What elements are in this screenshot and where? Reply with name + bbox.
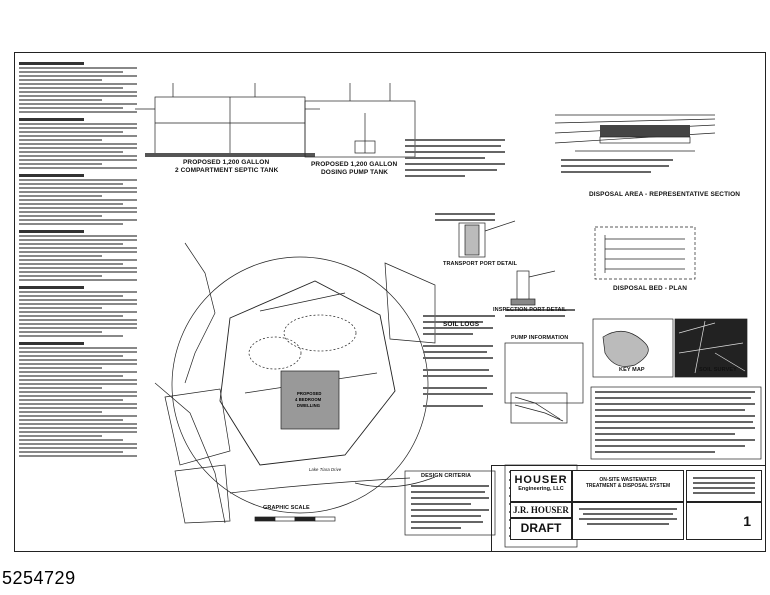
disposal-plan-title: DISPOSAL BED - PLAN xyxy=(613,285,688,292)
dwelling-label-2: 4 BEDROOM xyxy=(295,397,322,402)
graphic-scale-bar xyxy=(254,516,336,522)
engineer-cell: J.R. HOUSER xyxy=(510,502,572,518)
transport-port-title: TRANSPORT PORT DETAIL xyxy=(443,261,518,267)
document-id-label: 5254729 xyxy=(2,568,76,588)
disposal-area-section xyxy=(554,114,716,152)
project-line-2: TREATMENT & DISPOSAL SYSTEM xyxy=(585,483,671,489)
title-block: HOUSER Engineering, LLC ON-SITE WASTEWAT… xyxy=(491,465,766,552)
inspection-port-detail xyxy=(510,270,556,306)
street-label: Lake Tiara Drive xyxy=(309,467,342,472)
firm-sub: Engineering, LLC xyxy=(518,486,564,492)
soil-survey-title: SOIL SURVEY xyxy=(699,367,737,373)
dwelling-label-3: DWELLING xyxy=(297,403,321,408)
pump-info-title: PUMP INFORMATION xyxy=(511,335,569,341)
disposal-section-title: DISPOSAL AREA - REPRESENTATIVE SECTION xyxy=(589,191,741,198)
firm-name: HOUSER xyxy=(514,474,568,486)
pump-tank-title: PROPOSED 1,200 GALLON xyxy=(311,161,398,168)
design-criteria-box xyxy=(404,470,496,536)
lot-boundary xyxy=(219,280,396,466)
septic-tank-subtitle: 2 COMPARTMENT SEPTIC TANK xyxy=(175,167,279,174)
pump-info-box xyxy=(504,342,584,404)
project-cell: ON-SITE WASTEWATER TREATMENT & DISPOSAL … xyxy=(572,470,684,502)
septic-tank-title: PROPOSED 1,200 GALLON xyxy=(183,159,270,166)
graphic-scale-title: GRAPHIC SCALE xyxy=(263,505,310,511)
draft-status: DRAFT xyxy=(520,521,562,535)
engineer-name: J.R. HOUSER xyxy=(513,505,569,515)
proposed-dwelling xyxy=(280,370,340,430)
sheet-number-cell: 1 xyxy=(686,502,762,540)
plan-sheet: PROPOSED 1,200 GALLON 2 COMPARTMENT SEPT… xyxy=(14,52,766,552)
pump-tank-subtitle: DOSING PUMP TANK xyxy=(321,169,389,176)
project-line-1: ON-SITE WASTEWATER xyxy=(599,477,657,483)
key-map xyxy=(592,318,674,378)
dwelling-label-1: PROPOSED xyxy=(297,391,322,396)
details-cell xyxy=(572,502,684,540)
transport-port-detail xyxy=(458,220,516,258)
site-radius-circle xyxy=(171,256,429,514)
disposal-bed-plan xyxy=(594,226,696,280)
sheet-number: 1 xyxy=(743,513,751,529)
design-criteria-title: DESIGN CRITERIA xyxy=(421,473,472,479)
revision-cell xyxy=(686,470,762,502)
pump-tank-section xyxy=(304,100,416,158)
firm-cell: HOUSER Engineering, LLC xyxy=(510,470,572,502)
site-plan-drawing xyxy=(135,83,762,548)
key-map-title: KEY MAP xyxy=(619,367,645,373)
status-cell: DRAFT xyxy=(510,518,572,540)
general-notes-column xyxy=(19,57,137,545)
soil-logs-title: SOIL LOGS xyxy=(443,321,480,328)
inspection-port-title: INSPECTION PORT DETAIL xyxy=(493,307,567,313)
